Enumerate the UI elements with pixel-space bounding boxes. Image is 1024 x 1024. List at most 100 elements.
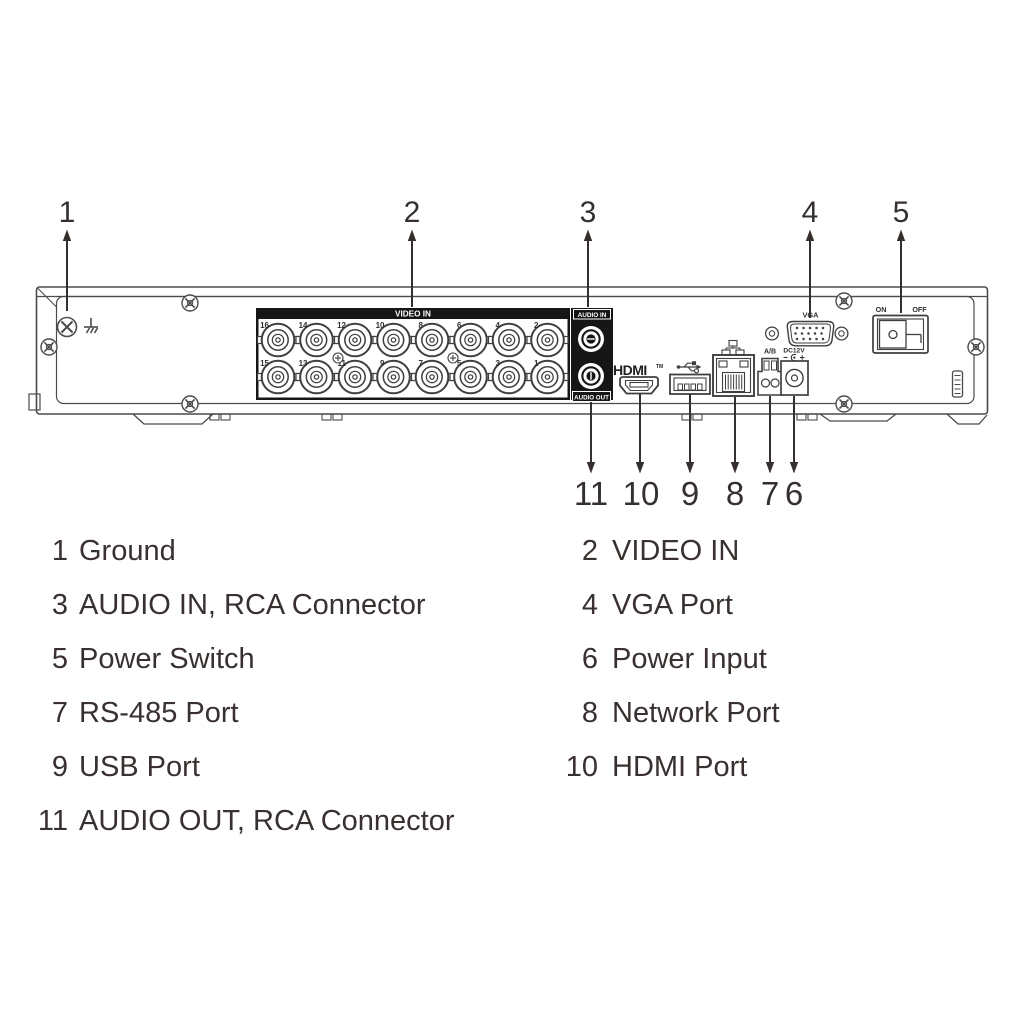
svg-text:11: 11 (574, 475, 608, 512)
vga-port (764, 320, 849, 347)
svg-text:3: 3 (496, 359, 501, 368)
legend-item-number: 5 (51, 643, 68, 675)
audio-in-label: AUDIO IN (578, 312, 607, 319)
callout-9: 9 (681, 394, 699, 512)
svg-text:15: 15 (260, 359, 269, 368)
chassis-screw (181, 294, 199, 312)
callout-6: 6 (785, 396, 803, 512)
svg-text:11: 11 (338, 359, 347, 368)
power-off-label: OFF (912, 305, 927, 314)
callout-7: 7 (761, 396, 779, 512)
svg-text:2: 2 (534, 321, 539, 330)
callouts-top: 1 2 3 4 5 (59, 196, 910, 318)
svg-text:13: 13 (299, 359, 308, 368)
chassis-screw (835, 395, 853, 413)
svg-text:10: 10 (376, 321, 385, 330)
hdmi-port (619, 376, 659, 395)
callout-11: 11 (574, 402, 608, 512)
legend-item-number: 4 (581, 589, 598, 621)
ground-icon (84, 318, 99, 334)
hdmi-logo: HDMI TM (613, 362, 663, 378)
svg-text:HDMI: HDMI (613, 362, 647, 378)
legend-item-label: AUDIO IN, RCA Connector (79, 589, 426, 621)
legend-item-number: 8 (581, 697, 598, 729)
svg-text:4: 4 (802, 196, 819, 229)
callout-5: 5 (893, 196, 910, 313)
polarity-icon (783, 353, 805, 362)
svg-text:3: 3 (580, 196, 597, 229)
video-in-panel: VIDEO IN 16 14 12 10 8 (256, 308, 570, 400)
dc-power-jack (780, 360, 809, 396)
network-port (712, 354, 755, 397)
legend-row: 1 Ground 2 VIDEO IN (0, 530, 1024, 572)
chassis-screw (181, 395, 199, 413)
svg-text:4: 4 (496, 321, 501, 330)
svg-text:1: 1 (59, 196, 76, 229)
legend-row: 5 Power Switch 6 Power Input (0, 638, 1024, 680)
svg-text:6: 6 (457, 321, 462, 330)
power-switch (872, 314, 929, 354)
rs485-label: A/B (764, 349, 776, 356)
panel-mini-screw (332, 352, 344, 364)
legend-item-label: VIDEO IN (612, 535, 740, 567)
legend-item-number: 10 (565, 751, 598, 783)
legend-item-label: Power Input (612, 643, 767, 675)
svg-text:12: 12 (337, 321, 346, 330)
chassis-foot-tabs (209, 413, 818, 421)
power-on-label: ON (876, 305, 887, 314)
svg-text:14: 14 (299, 321, 308, 330)
svg-text:7: 7 (761, 475, 779, 512)
chassis-screw (40, 338, 58, 356)
video-in-label: VIDEO IN (395, 310, 431, 319)
callout-8: 8 (726, 397, 744, 512)
svg-text:TM: TM (656, 364, 663, 370)
dc12v-label: DC12V (783, 348, 805, 355)
callout-2: 2 (404, 196, 421, 307)
legend-item-label: Power Switch (79, 643, 255, 675)
callout-4: 4 (802, 196, 819, 318)
legend-row: 9 USB Port 10 HDMI Port (0, 746, 1024, 788)
bnc-channel-numbers: 16 14 12 10 8 6 4 2 15 13 11 9 7 5 3 1 (260, 321, 539, 368)
legend-item-label: RS-485 Port (79, 697, 239, 729)
panel-mini-screw (447, 352, 459, 364)
svg-text:8: 8 (726, 475, 744, 512)
svg-text:9: 9 (380, 359, 385, 368)
legend-item-label: Network Port (612, 697, 780, 729)
audio-out-label: AUDIO OUT (574, 394, 609, 401)
svg-text:10: 10 (623, 475, 660, 512)
legend-item-number: 2 (581, 535, 598, 567)
vent-grille (951, 370, 964, 398)
legend-item-label: USB Port (79, 751, 200, 783)
legend-item-label: VGA Port (612, 589, 733, 621)
legend-item-number: 7 (51, 697, 68, 729)
callout-1: 1 (59, 196, 76, 311)
usb-port (669, 373, 711, 395)
svg-text:1: 1 (534, 359, 539, 368)
legend-row: 7 RS-485 Port 8 Network Port (0, 692, 1024, 734)
rca-audio-in (578, 326, 604, 352)
usb-icon (676, 361, 702, 374)
svg-text:5: 5 (893, 196, 910, 229)
legend-item-label: AUDIO OUT, RCA Connector (79, 805, 455, 837)
callout-10: 10 (623, 394, 660, 512)
svg-text:9: 9 (681, 475, 699, 512)
legend-item-number: 3 (51, 589, 68, 621)
legend-item-number: 9 (51, 751, 68, 783)
svg-text:5: 5 (457, 359, 462, 368)
audio-panel: AUDIO IN AUDIO OUT (571, 308, 613, 402)
legend-item-number: 11 (37, 805, 68, 837)
legend-item-label: HDMI Port (612, 751, 748, 783)
chassis-screw (835, 292, 853, 310)
network-icon (721, 339, 745, 356)
chassis-screw (967, 338, 985, 356)
legend-item-number: 1 (51, 535, 68, 567)
legend-row: 11 AUDIO OUT, RCA Connector (0, 800, 1024, 842)
ground-screw (56, 316, 78, 338)
legend-item-number: 6 (581, 643, 598, 675)
svg-text:16: 16 (260, 321, 269, 330)
svg-text:2: 2 (404, 196, 421, 229)
callout-3: 3 (580, 196, 597, 307)
svg-text:7: 7 (419, 359, 424, 368)
svg-text:6: 6 (785, 475, 803, 512)
